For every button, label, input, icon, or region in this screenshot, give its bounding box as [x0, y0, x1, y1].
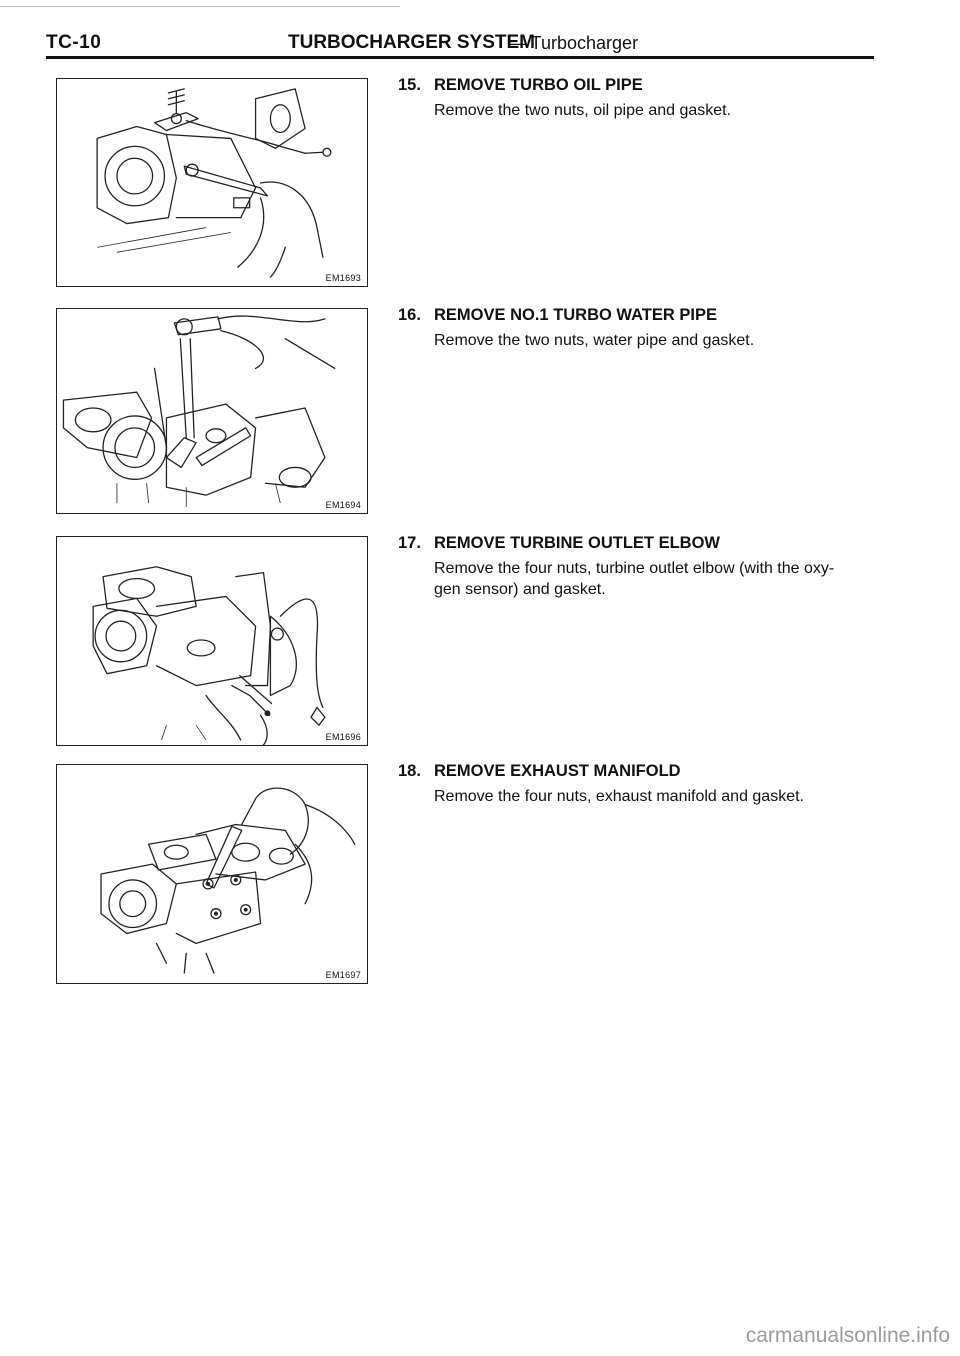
step-16: 16. REMOVE NO.1 TURBO WATER PIPE Remove t… — [398, 304, 890, 351]
step-heading: 17. REMOVE TURBINE OUTLET ELBOW — [398, 532, 890, 554]
instruction-line: gen sensor) and gasket. — [434, 581, 606, 598]
exhaust-manifold-illustration — [100, 787, 356, 974]
figure-code: EM1697 — [325, 970, 361, 980]
section-subtitle: — Turbocharger — [508, 33, 639, 53]
section-title: TURBOCHARGER SYSTEM — [288, 32, 536, 53]
figure-code: EM1696 — [325, 732, 361, 742]
figure-exhaust-manifold: EM1697 — [56, 764, 368, 984]
figure-water-pipe: EM1694 — [56, 308, 368, 514]
turbo-oil-pipe-illustration — [96, 88, 332, 278]
step-title: REMOVE NO.1 TURBO WATER PIPE — [434, 306, 717, 324]
instruction-line: Remove the four nuts, turbine outlet elb… — [434, 560, 835, 577]
instruction-line: Remove the two nuts, oil pipe and gasket… — [434, 102, 732, 119]
scan-artifact-line — [0, 6, 400, 7]
step-number: 15. — [398, 76, 421, 94]
step-18: 18. REMOVE EXHAUST MANIFOLD Remove the fo… — [398, 760, 890, 807]
step-number: 16. — [398, 306, 421, 324]
figure-turbo-oil-pipe: EM1693 — [56, 78, 368, 287]
turbine-outlet-elbow-illustration — [92, 566, 326, 745]
step-title: REMOVE EXHAUST MANIFOLD — [434, 762, 681, 780]
step-instruction: Remove the two nuts, water pipe and gask… — [434, 330, 890, 351]
step-17: 17. REMOVE TURBINE OUTLET ELBOW Remove th… — [398, 532, 890, 600]
page-code: TC-10 — [46, 32, 102, 53]
figure-turbine-outlet-elbow: EM1696 — [56, 536, 368, 746]
step-heading: 18. REMOVE EXHAUST MANIFOLD — [398, 760, 890, 782]
step-15: 15. REMOVE TURBO OIL PIPE Remove the two … — [398, 74, 890, 121]
step-heading: 15. REMOVE TURBO OIL PIPE — [398, 74, 890, 96]
step-heading: 16. REMOVE NO.1 TURBO WATER PIPE — [398, 304, 890, 326]
step-title: REMOVE TURBINE OUTLET ELBOW — [434, 534, 720, 552]
figure-code: EM1693 — [325, 273, 361, 283]
instruction-line: Remove the four nuts, exhaust manifold a… — [434, 788, 804, 805]
watermark-text: carmanualsonline.info — [745, 1324, 950, 1347]
instruction-line: Remove the two nuts, water pipe and gask… — [434, 332, 755, 349]
step-instruction: Remove the four nuts, exhaust manifold a… — [434, 786, 890, 807]
step-instruction: Remove the four nuts, turbine outlet elb… — [434, 558, 890, 600]
water-pipe-illustration — [62, 315, 336, 508]
step-number: 17. — [398, 534, 421, 552]
figure-code: EM1694 — [325, 500, 361, 510]
step-title: REMOVE TURBO OIL PIPE — [434, 76, 643, 94]
step-number: 18. — [398, 762, 421, 780]
step-instruction: Remove the two nuts, oil pipe and gasket… — [434, 100, 890, 121]
page-header: TC-10 TURBOCHARGER SYSTEM — Turbocharger — [46, 30, 874, 59]
